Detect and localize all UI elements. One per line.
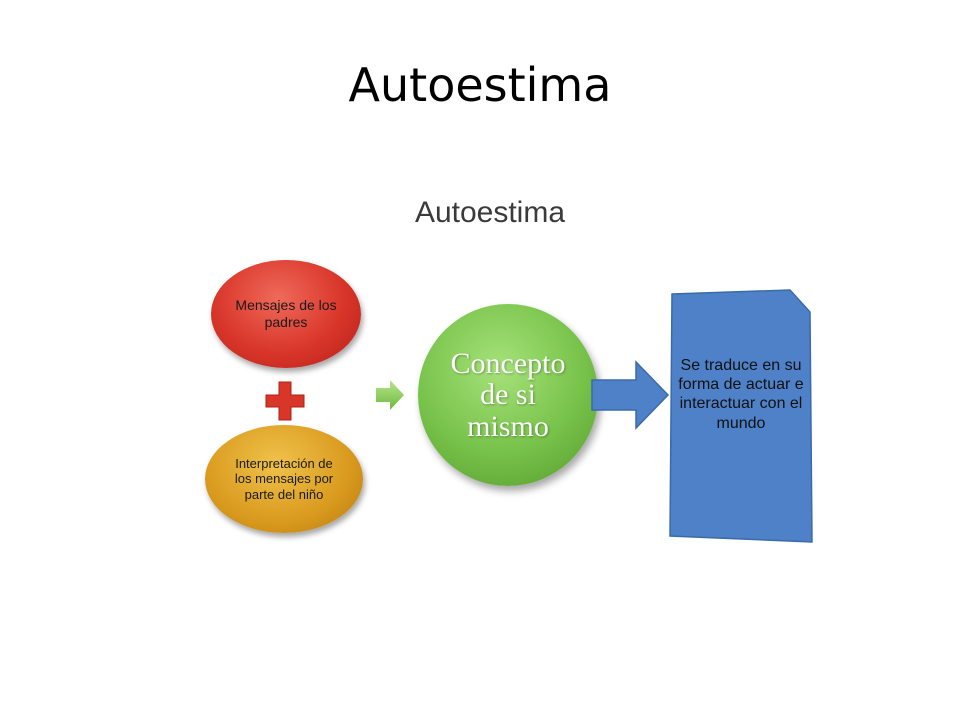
diagram-title: Autoestima bbox=[414, 196, 566, 229]
child-interpretation-node: Interpretación de los mensajes por parte… bbox=[205, 425, 363, 533]
parents-messages-node: Mensajes de los padres bbox=[211, 260, 361, 368]
outcome-label: Se traduce en su forma de actuar e inter… bbox=[678, 357, 804, 432]
child-interpretation-label: Interpretación de los mensajes por parte… bbox=[234, 455, 334, 502]
plus-icon bbox=[265, 381, 305, 421]
green-arrow-icon bbox=[376, 380, 404, 410]
self-concept-label: Concepto de si mismo bbox=[450, 346, 566, 443]
self-concept-node: Concepto de si mismo bbox=[418, 304, 598, 486]
blue-arrow-icon bbox=[591, 360, 670, 430]
parents-messages-label: Mensajes de los padres bbox=[235, 297, 337, 330]
slide-title: Autoestima bbox=[348, 58, 612, 112]
outcome-document-shape bbox=[669, 289, 813, 543]
